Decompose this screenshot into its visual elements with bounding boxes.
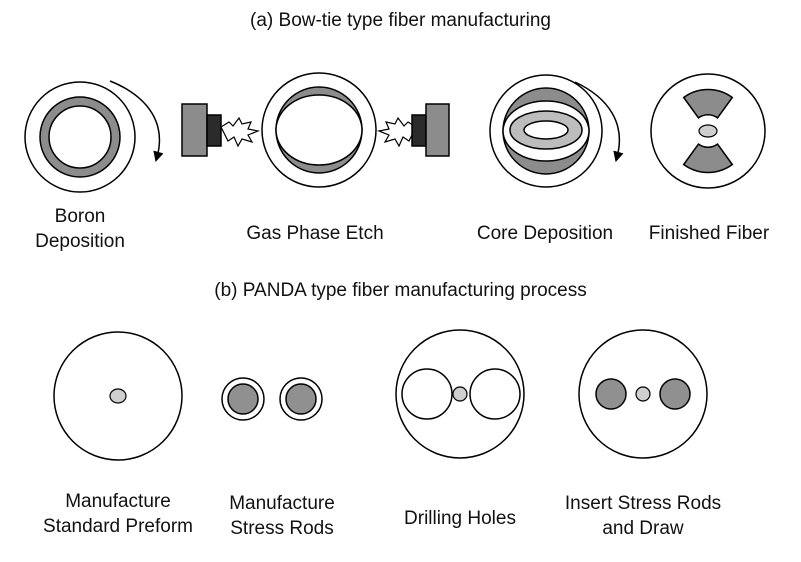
panda-stress-rod-right [659,378,691,410]
rotation-arrow [109,80,164,163]
etch-flame-right [376,116,417,148]
standard-preform-label-line2: Standard Preform [43,516,193,537]
stress-rod-left-core [227,383,259,415]
panda-preform-core [635,386,651,402]
core-deposition-preform [489,74,624,188]
etch-nozzle-left [206,114,222,147]
insert-stress-rods-label-line1: Insert Stress Rods [564,493,722,514]
stress-rods [221,377,323,421]
drilled-hole-left [401,368,453,420]
drilled-hole-right [469,368,521,420]
etch-heater-left [181,103,208,157]
core-deposition-label: Core Deposition [476,223,614,244]
standard-preform-label-line1: Manufacture [65,491,171,512]
boron-deposition-label-line1: Boron [54,206,106,227]
finished-bowtie-fiber [650,73,766,189]
standard-preform-core [109,388,127,404]
drilled-preform [395,329,525,459]
boron-deposition-preform [24,80,164,193]
section-a-title: (a) Bow-tie type fiber manufacturing [250,10,551,31]
stress-rod-right-core [285,383,317,415]
standard-preform [53,331,183,461]
etch-nozzle-right [411,114,427,147]
bowtie-stress-lower [682,143,734,174]
etch-hole [275,94,363,166]
section-b-title: (b) PANDA type fiber manufacturing proce… [214,280,587,301]
insert-stress-rods-label-line2: and Draw [602,518,684,539]
core-rotation-arrow [574,81,624,163]
etch-heater-right [425,103,450,157]
gas-phase-etch-label: Gas Phase Etch [246,223,384,244]
finished-fiber-label: Finished Fiber [648,223,770,244]
bowtie-stress-upper [682,88,734,119]
panda-stress-rod-left [595,378,627,410]
stress-rods-label-line1: Manufacture [229,493,335,514]
fiber-core [698,124,718,138]
boron-deposition-label-line2: Deposition [35,231,125,252]
drilled-preform-core [452,386,468,402]
etch-flame-left [220,116,261,148]
gas-phase-etch [181,72,450,188]
preform-inner-hole [48,105,112,169]
core-inner-hole [523,120,569,140]
panda-preform [578,329,708,459]
drilling-holes-label: Drilling Holes [404,508,516,529]
stress-rods-label-line2: Stress Rods [230,518,334,539]
